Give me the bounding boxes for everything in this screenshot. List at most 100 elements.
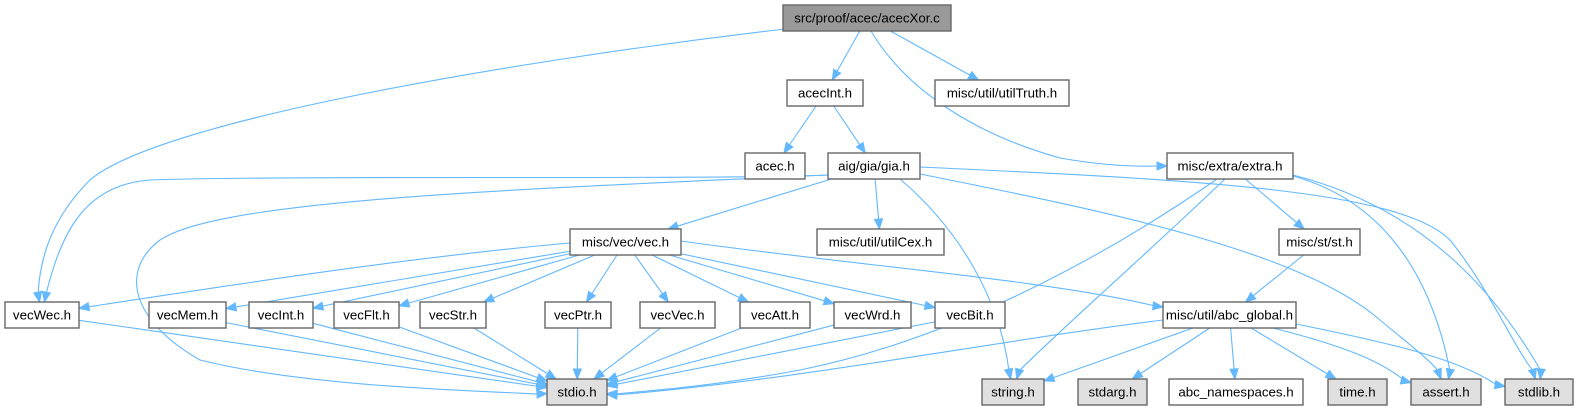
header-file-node[interactable]: aig/gia/gia.h [827,152,921,180]
edge-abc_global-to-stdio [605,319,1164,400]
header-file-node[interactable]: acec.h [744,152,806,180]
node-box [1278,228,1361,256]
edge-line [312,322,538,383]
header-file-node[interactable]: misc/util/utilTruth.h [934,79,1070,107]
edge-root-to-extra [870,30,1169,171]
header-file-node[interactable]: vecAtt.h [739,301,811,329]
node-box [333,301,400,329]
edge-arrowhead [822,296,836,306]
edge-line [225,322,538,385]
edge-line [836,30,861,72]
edge-vecVec-to-stdio [592,327,661,380]
header-file-node[interactable]: vecFlt.h [333,301,400,329]
header-file-node[interactable]: misc/extra/extra.h [1166,152,1294,180]
edge-arrowhead [77,301,91,312]
header-file-node[interactable]: misc/vec/vec.h [569,228,682,256]
edge-arrowhead [1156,161,1169,171]
node-box [981,378,1045,406]
node-label: vecFlt.h [343,308,390,323]
node-box [148,301,227,329]
edge-line [398,326,538,379]
edge-extra-to-st [1244,178,1306,230]
node-label: vecInt.h [258,308,305,323]
edge-line [86,242,571,308]
node-box [1410,378,1482,406]
edge-vecPtr-to-stdio [572,327,583,381]
node-box [544,301,612,329]
edge-line [1250,327,1328,375]
edge-line [874,178,880,220]
system-header-node: time.h [1327,378,1388,406]
edge-line [1018,178,1226,372]
system-header-node: stdio.h [546,378,608,406]
node-label: assert.h [1422,385,1469,400]
edge-abc_global-to-abc_namespaces [1229,327,1239,381]
edge-gia-to-stdio [136,174,829,399]
node-label: misc/util/utilCex.h [829,235,932,250]
header-file-node[interactable]: vecVec.h [639,301,716,329]
node-box [1168,378,1304,406]
edge-arrowhead [1399,375,1413,385]
edge-vec-to-vecVec [634,254,670,304]
edge-arrowhead [1131,369,1144,380]
edge-arrowhead [1244,291,1257,303]
edge-arrowhead [873,218,884,231]
node-box [248,301,314,329]
node-box [569,228,682,256]
edge-root-to-vecWec [32,28,786,304]
edge-abc_global-to-assert [1272,327,1413,385]
header-file-node[interactable]: misc/util/utilCex.h [816,228,945,256]
edge-arrowhead [923,300,937,311]
node-box [744,152,806,180]
edge-arrowhead [224,302,238,312]
node-label: misc/util/utilTruth.h [947,86,1057,101]
edge-vec-to-vecWrd [669,254,836,306]
header-file-node[interactable]: vecWrd.h [833,301,912,329]
edge-abc_global-to-stdlib [1295,323,1507,390]
edge-arrowhead [1527,367,1537,381]
edge-extra-to-string [1015,178,1226,381]
edge-line [616,324,835,383]
edge-arrowhead [585,290,597,304]
header-file-node[interactable]: vecStr.h [419,301,487,329]
node-label: misc/util/abc_global.h [1166,308,1293,323]
edge-gia-to-utilCex [873,178,884,231]
node-label: vecBit.h [946,308,993,323]
header-file-node[interactable]: vecMem.h [148,301,227,329]
edge-line [78,319,538,387]
edge-line [616,321,936,385]
edge-vec-to-vecStr [482,254,595,303]
edge-line [591,254,618,294]
node-box [934,301,1006,329]
node-label: src/proof/acec/acecXor.c [794,11,940,26]
edge-line [890,30,971,76]
edge-line [601,327,661,374]
edge-vecMem-to-stdio [225,322,549,389]
edge-arrowhead [658,290,670,304]
node-label: string.h [991,385,1035,400]
edge-line [789,105,817,146]
edge-gia-to-vec [666,178,832,231]
edge-line [408,254,580,304]
edge-arrowhead [1445,367,1456,381]
node-label: vecPtr.h [554,308,602,323]
header-file-node[interactable]: abc_namespaces.h [1168,378,1304,406]
edge-arrowhead [1003,367,1014,381]
edge-arrowhead [1493,379,1507,390]
edge-vecWrd-to-stdio [605,324,835,387]
edge-acecInt-to-gia [833,105,867,155]
header-file-node[interactable]: misc/st/st.h [1278,228,1361,256]
edge-line [322,253,571,307]
header-file-node[interactable]: vecPtr.h [544,301,612,329]
header-file-node[interactable]: misc/util/abc_global.h [1162,301,1297,329]
header-file-node[interactable]: acecInt.h [786,79,864,107]
node-label: stdlib.h [1518,385,1560,400]
edge-arrowhead [1324,369,1338,380]
header-file-node[interactable]: vecInt.h [248,301,314,329]
edge-vec-to-vecMem [224,250,571,312]
header-file-node[interactable]: vecBit.h [934,301,1006,329]
node-label: misc/st/st.h [1286,235,1353,250]
node-box [1166,152,1294,180]
header-file-node[interactable]: vecWec.h [4,301,80,329]
node-label: time.h [1339,385,1375,400]
